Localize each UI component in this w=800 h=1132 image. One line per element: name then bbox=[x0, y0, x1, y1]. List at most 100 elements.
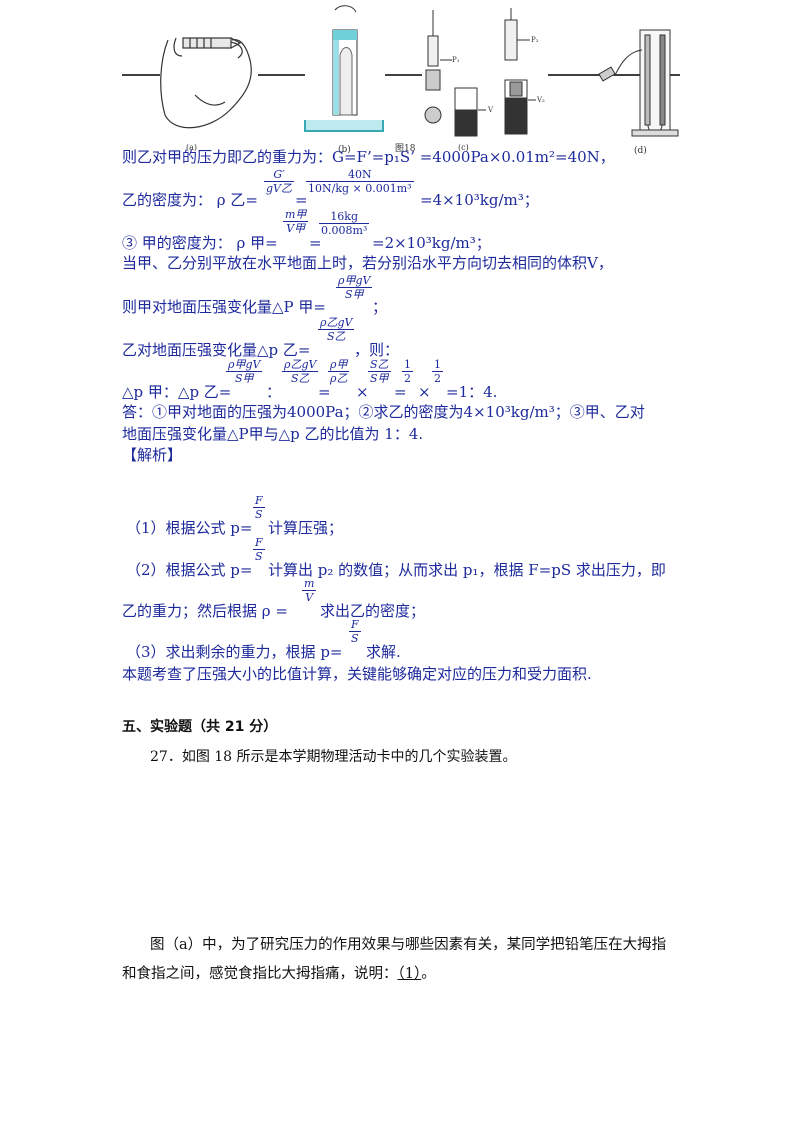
fraction-denominator: S甲 bbox=[370, 372, 389, 385]
analysis-item-1-prefix: （1）根据公式 p= bbox=[126, 519, 253, 537]
fraction-numerator: ρ甲gV bbox=[336, 274, 373, 288]
solution-line-2-prefix: 乙的密度为： ρ 乙= bbox=[122, 191, 258, 209]
fraction-denominator: S乙 bbox=[326, 330, 346, 343]
figure-label-c: (c) bbox=[458, 143, 469, 152]
fraction-ratio-2: ρ乙gV S乙 bbox=[282, 358, 319, 385]
fraction-numerator: 40N bbox=[306, 168, 414, 182]
analysis-item-2-prefix: （2）根据公式 p= bbox=[126, 561, 253, 579]
fraction-half-2: 1 2 bbox=[432, 358, 443, 385]
fraction-numerator: S乙 bbox=[368, 358, 391, 372]
fraction-f-over-s: F S bbox=[253, 536, 265, 563]
fraction-m-over-v: m甲 V甲 bbox=[283, 208, 309, 235]
fraction-f-over-s: F S bbox=[349, 618, 361, 645]
fraction-denominator: 2 bbox=[404, 372, 411, 385]
fraction-denominator: S甲 bbox=[344, 288, 364, 301]
fraction-delta-p-jia: ρ甲gV S甲 bbox=[336, 274, 373, 301]
fraction-denominator: S bbox=[255, 508, 263, 521]
fraction-half-1: 1 2 bbox=[402, 358, 413, 385]
fraction-numerator: F bbox=[253, 494, 265, 508]
fraction-ratio-3: ρ甲 ρ乙 bbox=[328, 358, 350, 385]
u-tube-manometer-illustration bbox=[598, 29, 679, 137]
fraction-denominator: V bbox=[305, 591, 314, 604]
fraction-f-over-s: F S bbox=[253, 494, 265, 521]
fraction-40n: 40N 10N/kg × 0.001m³ bbox=[306, 168, 414, 195]
tag-p2: P₂ bbox=[531, 36, 539, 44]
solution-line-5-suffix: ； bbox=[372, 298, 388, 316]
fraction-denominator: V甲 bbox=[286, 222, 306, 235]
tag-v: V bbox=[487, 106, 494, 114]
fraction-ratio-1: ρ甲gV S甲 bbox=[226, 358, 263, 385]
fraction-numerator: G′ bbox=[264, 168, 294, 182]
solution-line-7-prefix: △p 甲：△p 乙= bbox=[122, 383, 232, 401]
analysis-item-2b-suffix: 求出乙的密度； bbox=[320, 602, 426, 620]
fraction-16kg: 16kg 0.008m³ bbox=[319, 210, 370, 237]
fraction-denominator: 2 bbox=[434, 372, 441, 385]
fraction-denominator: 10N/kg × 0.001m³ bbox=[308, 182, 412, 195]
fraction-m-over-v: m V bbox=[302, 577, 317, 604]
fraction-numerator: 16kg bbox=[319, 210, 370, 224]
answer-blank-1[interactable]: （1） bbox=[397, 966, 422, 982]
analysis-item-3-suffix: 求解. bbox=[366, 643, 401, 661]
fraction-g-over-gv: G′ gV乙 bbox=[264, 168, 294, 195]
paragraph-2: 和食指之间，感觉食指比大拇指痛，说明：（1）。 bbox=[122, 962, 436, 983]
equals-sign: = bbox=[309, 234, 322, 252]
section-heading: 五、实验题（共 21 分） bbox=[122, 719, 278, 735]
solution-line-6-prefix: 乙对地面压强变化量△p 乙= bbox=[122, 341, 311, 359]
answer-line-2: 地面压强变化量△P甲与△p 乙的比值为 1：4. bbox=[122, 425, 424, 443]
fraction-numerator: ρ甲 bbox=[328, 358, 350, 372]
equals-sign: = bbox=[318, 383, 331, 401]
solution-line-7-suffix: =1：4. bbox=[446, 383, 498, 401]
tag-v2: V₂ bbox=[536, 96, 545, 104]
analysis-item-1-suffix: 计算压强； bbox=[268, 519, 344, 537]
analysis-heading: 【解析】 bbox=[122, 446, 183, 464]
tag-p1: P₁ bbox=[452, 56, 460, 64]
analysis-summary: 本题考查了压强大小的比值计算，关键能够确定对应的压力和受力面积. bbox=[122, 665, 592, 683]
fraction-denominator: S甲 bbox=[234, 372, 254, 385]
equals-sign: = bbox=[295, 191, 308, 209]
tube-water-illustration bbox=[304, 5, 384, 132]
paragraph-1: 图（a）中，为了研究压力的作用效果与哪些因素有关，某同学把铅笔压在大拇指 bbox=[150, 937, 667, 953]
times-sign: × bbox=[356, 383, 369, 401]
paragraph-2-suffix: 。 bbox=[421, 966, 436, 982]
solution-line-2-suffix: =4×10³kg/m³； bbox=[420, 191, 539, 209]
analysis-item-3-prefix: （3）求出剩余的重力，根据 p= bbox=[126, 643, 343, 661]
fraction-numerator: F bbox=[349, 618, 361, 632]
analysis-item-2-suffix: 计算出 p₂ 的数值；从而求出 p₁，根据 F=pS 求出压力，即 bbox=[268, 561, 666, 579]
fraction-numerator: F bbox=[253, 536, 265, 550]
fraction-denominator: S bbox=[351, 632, 359, 645]
solution-line-6-suffix: ，则： bbox=[354, 341, 400, 359]
spring-scale-illustration bbox=[424, 8, 536, 137]
figure-18: P₁ V P₂ V₂ (a) (b) 图18 (c) (d) bbox=[0, 0, 800, 160]
figure-18-drawing: P₁ V P₂ V₂ (a) (b) 图18 (c) (d) bbox=[122, 5, 680, 156]
fraction-numerator: 1 bbox=[402, 358, 413, 372]
figure-caption: 图18 bbox=[395, 143, 416, 154]
equals-sign: = bbox=[394, 383, 407, 401]
hand-pencil-illustration bbox=[160, 37, 252, 129]
fraction-numerator: ρ乙gV bbox=[282, 358, 319, 372]
figure-label-d: (d) bbox=[634, 145, 647, 156]
figure-label-b: (b) bbox=[338, 144, 351, 155]
solution-line-3-suffix: =2×10³kg/m³； bbox=[372, 234, 491, 252]
paragraph-2-prefix: 和食指之间，感觉食指比大拇指痛，说明： bbox=[122, 966, 398, 982]
answer-line-1: 答：①甲对地面的压强为4000Pa；②求乙的密度为4×10³kg/m³；③甲、乙… bbox=[122, 403, 645, 421]
analysis-item-2b-prefix: 乙的重力；然后根据 ρ = bbox=[122, 602, 288, 620]
fraction-denominator: S bbox=[255, 550, 263, 563]
times-sign: × bbox=[418, 383, 431, 401]
fraction-numerator: ρ甲gV bbox=[226, 358, 263, 372]
figure-label-a: (a) bbox=[186, 143, 197, 152]
fraction-numerator: m甲 bbox=[283, 208, 309, 222]
fraction-denominator: 0.008m³ bbox=[321, 224, 368, 237]
fraction-denominator: ρ乙 bbox=[330, 372, 348, 385]
solution-line-1: 则乙对甲的压力即乙的重力为：G=F’=p₁S’ =4000Pa×0.01m²=4… bbox=[122, 148, 615, 166]
fraction-delta-p-yi: ρ乙gV S乙 bbox=[318, 316, 355, 343]
fraction-denominator: gV乙 bbox=[266, 182, 292, 195]
solution-line-5-prefix: 则甲对地面压强变化量△P 甲= bbox=[122, 298, 326, 316]
ratio-colon: ： bbox=[266, 383, 282, 401]
solution-line-4: 当甲、乙分别平放在水平地面上时，若分别沿水平方向切去相同的体积V， bbox=[122, 254, 613, 272]
fraction-numerator: ρ乙gV bbox=[318, 316, 355, 330]
fraction-denominator: S乙 bbox=[290, 372, 310, 385]
question-27: 27．如图 18 所示是本学期物理活动卡中的几个实验装置。 bbox=[150, 749, 517, 765]
solution-line-3-prefix: ③ 甲的密度为： ρ 甲= bbox=[122, 234, 278, 252]
fraction-numerator: m bbox=[302, 577, 317, 591]
fraction-ratio-4: S乙 S甲 bbox=[368, 358, 391, 385]
